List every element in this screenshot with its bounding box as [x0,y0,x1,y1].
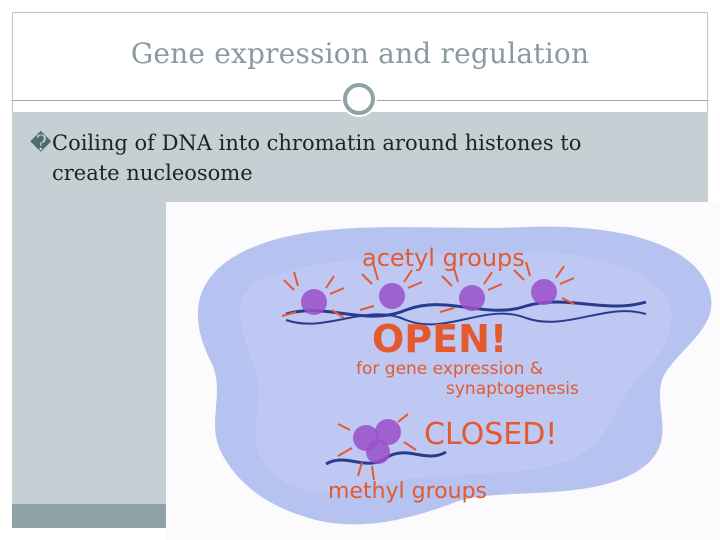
bullet-icon: � [30,131,52,155]
histone-open-1 [281,271,345,319]
label-purpose-line1: for gene expression & [356,359,543,379]
circle-ornament-icon [341,81,377,117]
chromatin-drawing: acetyl groups OPEN! for gene expression … [197,226,712,525]
histone-open-4 [513,261,575,305]
histone-cluster-closed [337,413,417,481]
label-methyl-groups: methyl groups [328,479,487,504]
bullet-point: �Coiling of DNA into chromatin around hi… [30,128,690,188]
label-acetyl-groups: acetyl groups [362,244,525,272]
bullet-second-line: create nucleosome [30,158,690,188]
label-closed: CLOSED! [424,417,557,452]
chromatin-illustration: acetyl groups OPEN! for gene expression … [166,202,720,540]
histone-open-2 [359,265,423,311]
slide-title: Gene expression and regulation [130,36,590,70]
label-purpose-line2: synaptogenesis [446,379,579,399]
dna-strand-open-second [285,310,647,326]
bullet-first-line: �Coiling of DNA into chromatin around hi… [30,128,690,158]
histone-open-3 [439,267,503,313]
title-area: Gene expression and regulation [12,12,708,98]
bullet-text-line2: create nucleosome [52,161,253,185]
watercolor-wash-light [240,251,672,493]
bullet-text-line1: Coiling of DNA into chromatin around his… [52,131,582,155]
label-open: OPEN! [372,317,507,361]
